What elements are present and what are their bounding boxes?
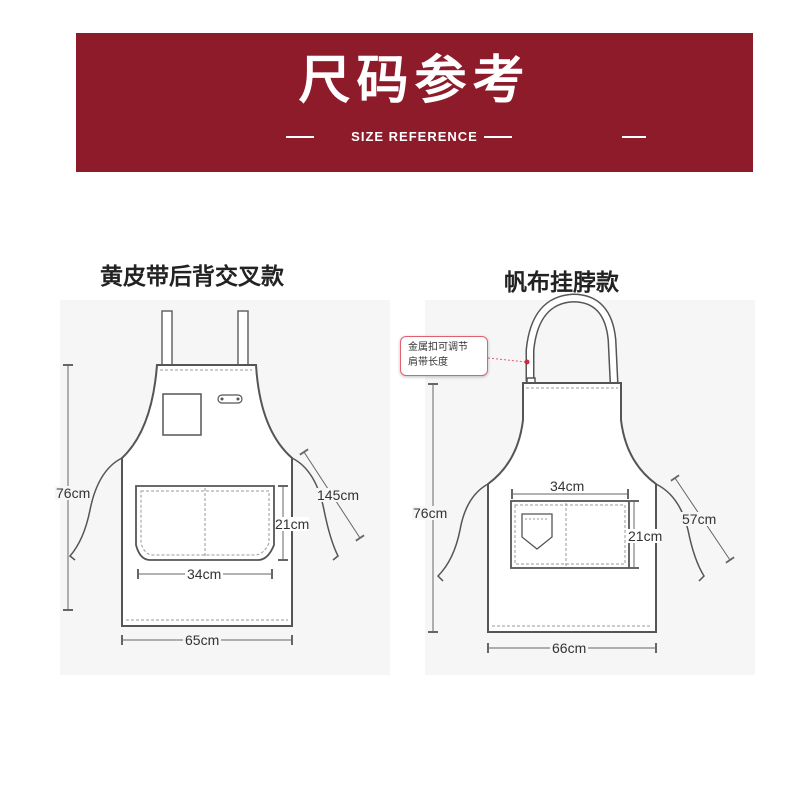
left-strap-1 xyxy=(161,310,173,368)
right-tie-right xyxy=(655,483,705,582)
left-pocket-width-label: 34cm xyxy=(185,566,224,582)
left-pocket-height-label: 21cm xyxy=(275,516,310,532)
size-reference-banner: 尺码参考 SIZE REFERENCE xyxy=(76,33,753,172)
banner-deco-line-right xyxy=(484,136,512,138)
right-apron-title: 帆布挂脖款 xyxy=(504,270,619,296)
right-tie-left xyxy=(436,483,489,582)
note-pointer-dot xyxy=(524,359,530,365)
left-strap-length-label: 145cm xyxy=(316,487,361,503)
right-width-label: 66cm xyxy=(550,640,589,656)
left-chest-pocket xyxy=(162,393,202,436)
note-line-1: 金属扣可调节 xyxy=(408,342,468,353)
note-line-2: 肩带长度 xyxy=(408,357,448,368)
right-pocket-width-label: 34cm xyxy=(548,478,587,494)
left-tie-left xyxy=(68,457,123,561)
banner-subtitle: SIZE REFERENCE xyxy=(351,129,478,144)
banner-deco-line-left xyxy=(286,136,314,138)
banner-deco-line-far xyxy=(622,136,646,138)
note-pointer-line xyxy=(487,357,527,363)
right-height-label: 76cm xyxy=(412,505,449,521)
right-small-pocket xyxy=(521,513,553,550)
banner-title: 尺码参考 xyxy=(298,51,531,111)
right-strap-length-label: 57cm xyxy=(681,511,718,527)
left-width-label: 65cm xyxy=(183,632,222,648)
left-tie-right xyxy=(291,457,339,561)
left-apron-title: 黄皮带后背交叉款 xyxy=(100,264,284,290)
right-apron xyxy=(436,293,705,633)
right-neck-strap xyxy=(527,294,617,383)
adjustable-buckle-note: 金属扣可调节 肩带长度 xyxy=(400,336,488,376)
left-height-label: 76cm xyxy=(55,485,92,501)
left-apron xyxy=(68,310,339,627)
left-strap-2 xyxy=(237,310,249,368)
right-pocket-height-label: 21cm xyxy=(628,528,663,544)
